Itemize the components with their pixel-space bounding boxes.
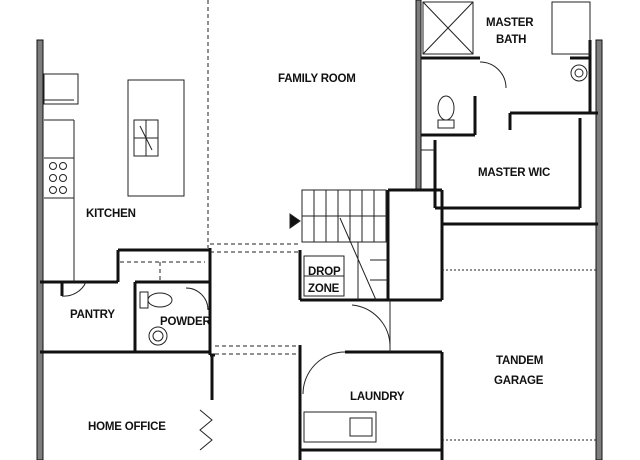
laundry-door-swing xyxy=(302,351,346,395)
powder-door-swing xyxy=(185,287,209,311)
refrigerator xyxy=(43,73,79,105)
office-french-doors xyxy=(199,409,213,451)
stair-up-arrow-icon xyxy=(289,213,301,229)
label-kitchen: KITCHEN xyxy=(86,208,136,220)
label-tandem-garage-line2: GARAGE xyxy=(494,375,544,387)
east-exterior-wall xyxy=(595,39,603,460)
wc-door-swing xyxy=(479,61,507,89)
label-drop-zone-line2: ZONE xyxy=(308,283,340,295)
garage-door-swing xyxy=(351,304,391,346)
exterior-walls xyxy=(36,0,603,460)
label-laundry: LAUNDRY xyxy=(350,391,405,403)
powder-sink-icon xyxy=(148,326,168,346)
toilet-icon xyxy=(139,291,173,309)
label-master-bath-line1: MASTER xyxy=(486,17,534,29)
shower xyxy=(422,1,474,55)
cabinetry xyxy=(43,1,596,451)
pantry-door-swing xyxy=(61,281,87,297)
bath-sink-icon xyxy=(570,64,588,82)
label-home-office: HOME OFFICE xyxy=(88,421,166,433)
bathtub xyxy=(551,1,591,55)
master-toilet-icon xyxy=(437,95,455,129)
laundry-sink-icon xyxy=(349,417,373,437)
staircase xyxy=(301,189,388,301)
label-powder: POWDER xyxy=(160,316,211,328)
master-west-wall xyxy=(415,0,422,191)
label-family-room: FAMILY ROOM xyxy=(278,73,356,85)
kitchen-island xyxy=(127,79,185,197)
interior-walls xyxy=(40,40,598,460)
label-drop-zone-line1: DROP xyxy=(308,266,341,278)
label-master-bath-line2: BATH xyxy=(496,34,526,46)
label-pantry: PANTRY xyxy=(70,309,115,321)
label-master-wic: MASTER WIC xyxy=(478,167,550,179)
west-exterior-wall xyxy=(36,39,44,460)
cooktop-icon xyxy=(44,157,74,199)
label-tandem-garage-line1: TANDEM xyxy=(496,355,543,367)
room-labels: FAMILY ROOM KITCHEN PANTRY POWDER HOME O… xyxy=(70,17,550,433)
dashed-openings xyxy=(45,0,300,355)
laundry-counter xyxy=(303,411,377,443)
